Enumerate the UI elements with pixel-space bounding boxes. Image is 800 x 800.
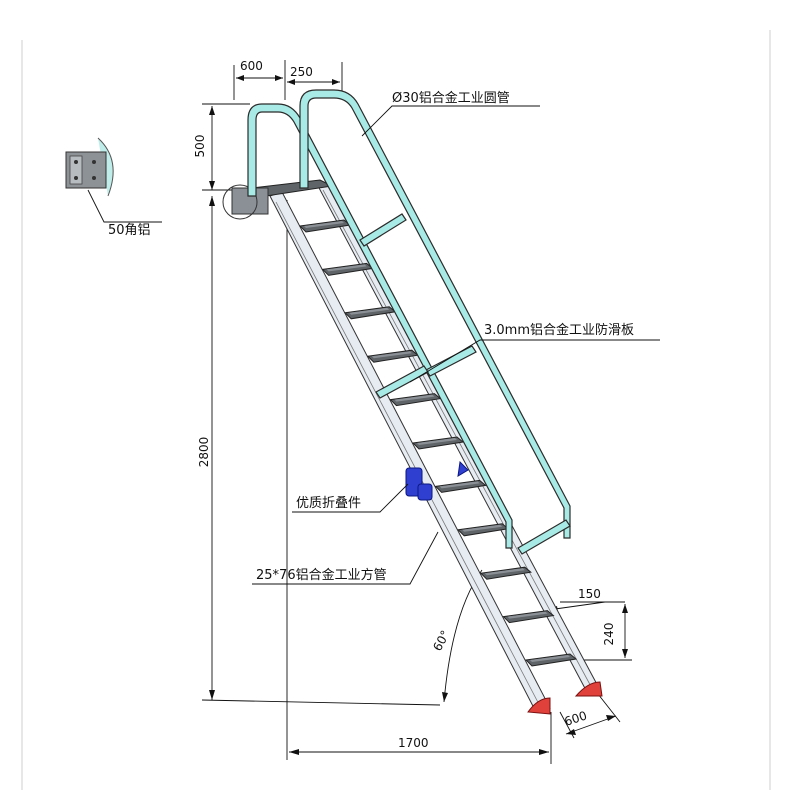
tread-surface [507,611,548,619]
tread-surface [326,264,367,272]
top-width-dimension: 600 250 [233,59,343,100]
tread-surface [484,568,525,576]
foot-left [527,697,551,715]
base-width-dimension: 600 [559,693,621,739]
detail-callout-circle [222,184,258,220]
tread-depth-value: 150 [578,587,601,601]
slope-value: 60° [430,628,452,653]
tread-surface [394,394,435,402]
rail-crossbar-2 [425,345,477,377]
callout-plate: 3.0mm铝合金工业防滑板 [409,322,660,383]
plate-label: 3.0mm铝合金工业防滑板 [484,322,634,338]
callout-stringer: 25*76铝合金工业方管 [252,531,439,585]
angle-aluminum-label: 50角铝 [108,223,151,238]
tread-surface [371,351,412,359]
callout-hinge: 优质折叠件 [292,483,409,513]
top-offset-value: 250 [290,65,313,79]
rail-crossbar-1 [359,213,407,247]
tread-surface [304,221,344,228]
rail-height-dimension: 500 [193,103,250,190]
height-value: 2800 [197,437,211,468]
rail-height-value: 500 [193,135,207,158]
tread-surface [439,481,480,489]
handrail-front [247,103,513,549]
tube-label: Ø30铝合金工业圆管 [392,90,510,106]
callout-tube: Ø30铝合金工业圆管 [361,90,540,137]
handrail-back [299,89,571,539]
treads [298,219,578,667]
base-width-value: 600 [563,708,589,728]
length-value: 1700 [398,736,429,750]
top-width-value: 600 [240,59,263,73]
rail-crossbar-3 [375,365,429,399]
tread-surface [417,438,457,445]
tread-surface [530,655,570,662]
tread-surface [349,307,390,315]
stringer-label: 25*76铝合金工业方管 [256,567,387,583]
tread-surface [462,524,503,532]
rail-crossbar-4 [517,519,571,555]
length-dimension: 1700 [286,200,552,764]
folding-hinge [405,460,469,501]
rise-value: 240 [602,623,616,646]
foot-right [574,681,603,697]
hinge-label: 优质折叠件 [296,496,361,511]
angle-aluminum-detail: 50角铝 [65,137,162,238]
ladder [222,89,603,715]
